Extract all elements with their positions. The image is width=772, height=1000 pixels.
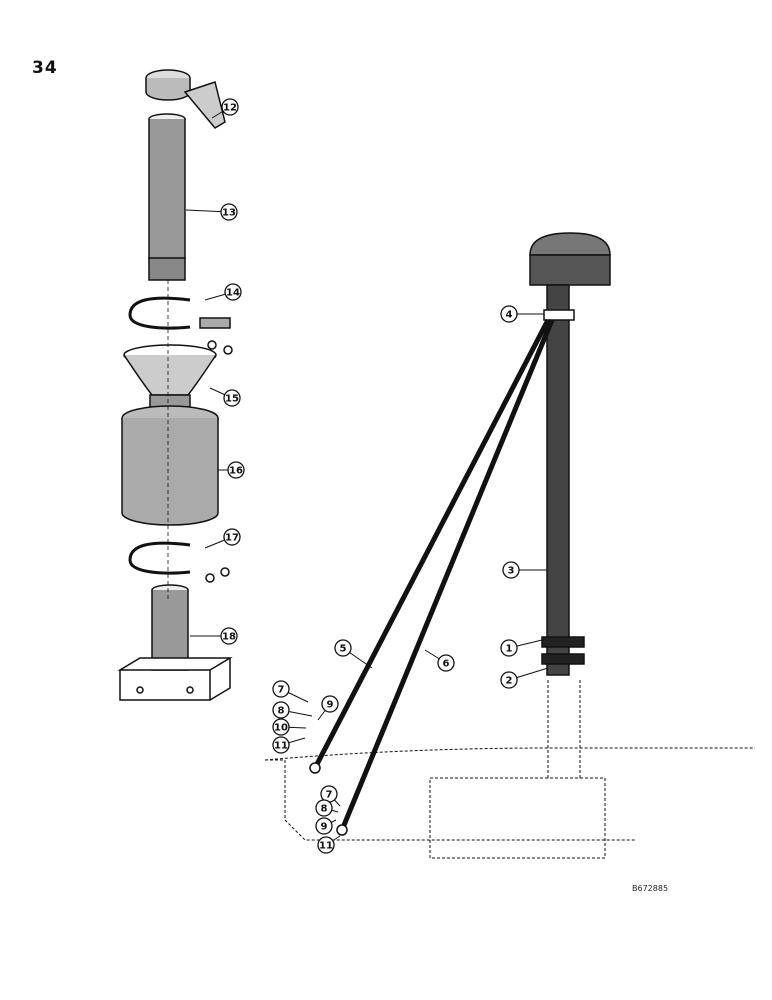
callout-circle: [500, 639, 518, 657]
callout-8: 8: [315, 799, 339, 817]
part-14-clamp: [128, 296, 233, 355]
callout-label: 6: [443, 659, 450, 670]
callout-12: 12: [211, 98, 239, 119]
callout-11: 11: [317, 835, 341, 854]
callout-circle: [220, 627, 238, 645]
callout-4: 4: [500, 305, 544, 323]
callout-circle: [223, 528, 241, 546]
callout-circle: [272, 736, 290, 754]
callout-label: 3: [508, 566, 515, 577]
callout-circle: [315, 817, 333, 835]
part-16-canister: [121, 394, 219, 526]
callout-7: 7: [272, 680, 309, 703]
callout-15: 15: [209, 387, 241, 407]
callout-circle: [315, 799, 333, 817]
callout-label: 15: [225, 394, 239, 405]
callout-13: 13: [185, 203, 238, 221]
callout-16: 16: [218, 461, 245, 479]
drawing-code: B672885: [632, 884, 669, 893]
callout-circle: [334, 639, 352, 657]
callout-18: 18: [190, 627, 238, 645]
callout-circle: [223, 389, 241, 407]
exploded-stack: [117, 69, 233, 701]
callout-label: 9: [321, 822, 328, 833]
callout-circle: [272, 701, 290, 719]
callout-label: 17: [225, 533, 239, 544]
part-17-clamp: [128, 541, 230, 583]
callout-label: 13: [222, 208, 236, 219]
callout-9: 9: [317, 695, 339, 721]
part-1-clamp-upper: [541, 636, 585, 648]
callout-17: 17: [204, 528, 241, 549]
callout-label: 11: [319, 841, 333, 852]
callout-9: 9: [315, 817, 337, 835]
callout-label: 18: [222, 632, 236, 643]
callout-label: 14: [226, 288, 240, 299]
callout-label: 7: [326, 790, 333, 801]
callout-label: 16: [229, 466, 243, 477]
callout-5: 5: [334, 639, 373, 669]
callout-circle: [227, 461, 245, 479]
part-13-tube: [148, 113, 186, 281]
callout-label: 8: [278, 706, 285, 717]
callout-14: 14: [204, 283, 242, 301]
callout-10: 10: [272, 718, 307, 736]
part-5-brace: [312, 318, 551, 770]
part-15-bowl: [123, 344, 217, 396]
callout-circle: [272, 718, 290, 736]
part-4-band: [543, 309, 575, 321]
part-1-clamp-lower: [541, 653, 585, 665]
part-3-pipe: [546, 284, 570, 676]
callout-label: 7: [278, 685, 285, 696]
callout-label: 2: [506, 676, 513, 687]
callout-circle: [220, 203, 238, 221]
callout-label: 9: [327, 700, 334, 711]
callout-label: 10: [274, 723, 288, 734]
callout-label: 8: [321, 804, 328, 815]
installed-assembly: [264, 232, 755, 859]
callout-circle: [221, 98, 239, 116]
callout-label: 4: [506, 310, 513, 321]
precleaner-cap: [529, 232, 611, 286]
callout-circle: [224, 283, 242, 301]
callout-3: 3: [502, 561, 547, 579]
callout-6: 6: [424, 649, 455, 672]
page-number: 34: [32, 58, 58, 78]
part-6-brace: [339, 319, 555, 831]
callout-circle: [500, 305, 518, 323]
callout-circle: [272, 680, 290, 698]
callout-label: 5: [340, 644, 347, 655]
callout-label: 11: [274, 741, 288, 752]
callout-circle: [317, 836, 335, 854]
callout-circle: [437, 654, 455, 672]
part-18-base-pipe: [117, 584, 233, 701]
callout-circle: [321, 695, 339, 713]
callout-8: 8: [272, 701, 313, 719]
callout-1: 1: [500, 639, 543, 657]
callout-2: 2: [500, 667, 549, 689]
callout-circle: [500, 671, 518, 689]
callout-circle: [502, 561, 520, 579]
callout-label: 1: [506, 644, 513, 655]
callout-11: 11: [272, 736, 306, 754]
callout-label: 12: [223, 103, 237, 114]
callout-7: 7: [320, 785, 341, 807]
